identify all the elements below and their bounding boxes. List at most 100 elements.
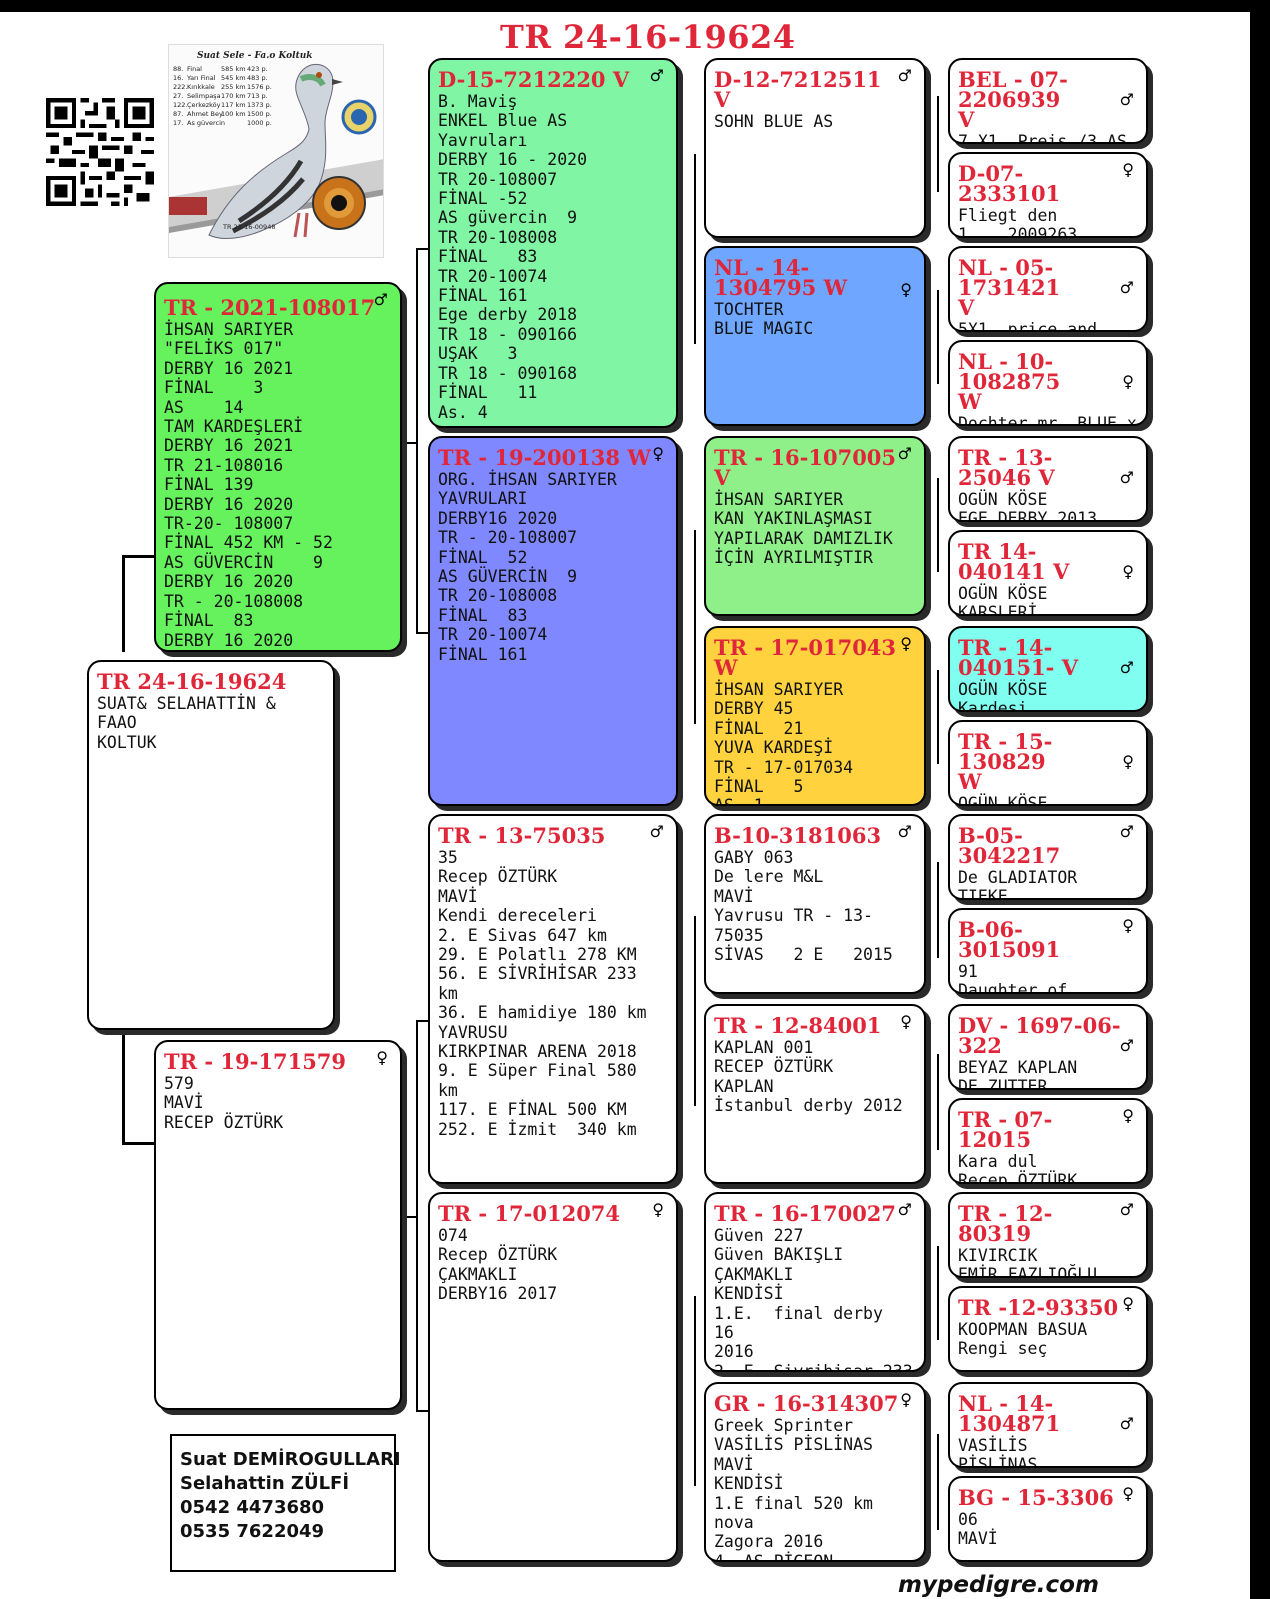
- ancestor-card-g4-15[interactable]: NL - 14-1304871 ♂ VASİLİS PİSLİNAS: [948, 1382, 1148, 1468]
- male-icon: ♂: [1119, 90, 1134, 109]
- ring-number: TR - 14-040151- V: [958, 635, 1078, 680]
- card-details: ORG. İHSAN SARIYER YAVRULARI DERBY16 202…: [438, 470, 617, 664]
- ancestor-card-ffm[interactable]: NL - 14-1304795 W ♀ TOCHTER BLUE MAGIC: [704, 246, 926, 426]
- maternal-granddam-card[interactable]: TR - 17-012074 ♀ 074 Recep ÖZTÜRK ÇAKMAK…: [428, 1192, 678, 1562]
- ring-number: TR - 16-170027: [714, 1201, 897, 1226]
- card-details: BEYAZ KAPLAN DE ZUTTER FATHER OF: [958, 1058, 1078, 1090]
- ring-number: TR -12-93350: [958, 1295, 1119, 1320]
- ancestor-card-g4-6[interactable]: TR 14-040141 V ♀ OGÜN KÖSE KARŞLERİ KALA…: [948, 530, 1148, 616]
- connector-line: [122, 555, 154, 558]
- photo-caption: Suat Sele - Fa.o Koltuk: [197, 51, 313, 61]
- ancestor-card-g4-2[interactable]: D-07-2333101 ♀ Fliegt den 1. 2009263 bes…: [948, 152, 1148, 238]
- card-details: Fliegt den 1. 2009263 bester: [958, 206, 1078, 238]
- ancestor-card-mmf[interactable]: TR - 16-170027 ♂ Güven 227 Güven BAKIŞLI…: [704, 1192, 926, 1372]
- ancestor-card-g4-12[interactable]: TR - 07-12015 ♀ Kara dul Recep ÖZTÜRK KA…: [948, 1098, 1148, 1184]
- card-details: OGÜN KÖSE KARŞLERİ KALAMANCI 2014: [958, 584, 1048, 616]
- ancestor-card-g4-16[interactable]: BG - 15-3306 ♀ 06 MAVİ: [948, 1476, 1148, 1562]
- female-icon: ♀: [900, 634, 912, 653]
- female-icon: ♀: [1122, 562, 1134, 581]
- photo-table-cell: 423 p.: [247, 65, 268, 73]
- ancestor-card-mff[interactable]: B-10-3181063 ♂ GABY 063 De lere M&L MAVİ…: [704, 814, 926, 994]
- connector-line: [416, 1020, 428, 1022]
- ancestor-card-g4-11[interactable]: DV - 1697-06-322 ♂ BEYAZ KAPLAN DE ZUTTE…: [948, 1004, 1148, 1090]
- photo-table-cell: 713 p.: [247, 92, 268, 100]
- ancestor-card-g4-10[interactable]: B-06-3015091 ♀ 91 Daughter of Blikaar: [948, 908, 1148, 994]
- maternal-grandsire-card[interactable]: TR - 13-75035 ♂ 35 Recep ÖZTÜRK MAVİ Ken…: [428, 814, 678, 1184]
- mother-card[interactable]: TR - 19-171579 ♀ 579 MAVİ RECEP ÖZTÜRK: [154, 1040, 402, 1410]
- ring-number: BEL - 07-2206939 V: [958, 67, 1068, 132]
- female-icon: ♀: [1122, 1294, 1134, 1313]
- card-details: OGÜN KÖSE EGE DERBY 2013 Yarı final: [958, 490, 1098, 522]
- photo-table-cell: 100 km: [221, 110, 246, 118]
- ancestor-card-fff[interactable]: D-12-7212511 V ♂ SOHN BLUE AS: [704, 58, 926, 238]
- ring-number: TR - 07-12015: [958, 1107, 1053, 1152]
- female-icon: ♀: [1122, 916, 1134, 935]
- photo-table-cell: 1373 p.: [247, 101, 272, 109]
- card-details: SUAT& SELAHATTİN & FAAO KOLTUK: [97, 694, 276, 752]
- ring-number: D-15-7212220 V: [438, 67, 630, 92]
- ancestor-card-g4-7[interactable]: TR - 14-040151- V ♂ OGÜN KÖSE Kardeşi TR…: [948, 626, 1148, 712]
- father-card[interactable]: TR - 2021-108017 ♂ İHSAN SARIYER "FELİKS…: [154, 282, 402, 652]
- female-icon: ♀: [376, 1048, 388, 1067]
- card-details: TOCHTER BLUE MAGIC: [714, 300, 814, 339]
- ancestor-card-g4-1[interactable]: BEL - 07-2206939 V ♂ 7 X1. Preis /3.AS: [948, 58, 1148, 144]
- paternal-grandsire-card[interactable]: D-15-7212220 V ♂ B. Maviş ENKEL Blue AS …: [428, 58, 678, 428]
- ancestor-card-mfm[interactable]: TR - 12-84001 ♀ KAPLAN 001 RECEP ÖZTÜRK …: [704, 1004, 926, 1184]
- ring-number: GR - 16-314307: [714, 1391, 899, 1416]
- phone-number-1[interactable]: 0542 4473680: [180, 1497, 325, 1518]
- ancestor-card-g4-9[interactable]: B-05-3042217 ♂ De GLADIATOR TIEKE MAVİ: [948, 814, 1148, 900]
- ancestor-card-mmm[interactable]: GR - 16-314307 ♀ Greek Sprinter VASİLİS …: [704, 1382, 926, 1562]
- owner-name-2: Selahattin ZÜLFİ: [180, 1473, 350, 1494]
- connector-line: [416, 248, 418, 634]
- photo-ring-caption: TR 23-16-00948: [223, 223, 276, 231]
- ancestor-card-g4-4[interactable]: NL - 10-1082875 W ♀ Dochter mr. BLUE x: [948, 340, 1148, 426]
- subject-card[interactable]: TR 24-16-19624 SUAT& SELAHATTİN & FAAO K…: [87, 660, 335, 1030]
- ring-number: NL - 05-1731421 V: [958, 255, 1061, 320]
- photo-table-cell: 117 km: [221, 101, 246, 109]
- male-icon: ♂: [649, 822, 664, 841]
- ancestor-card-g4-13[interactable]: TR - 12-80319 ♂ KIVIRCIK EMİR FAZLIOĞLU …: [948, 1192, 1148, 1278]
- connector-line: [122, 557, 125, 652]
- connector-line: [937, 862, 939, 958]
- card-details: İHSAN SARIYER KAN YAKINLAŞMASI YAPILARAK…: [714, 490, 893, 568]
- site-watermark[interactable]: mypedigre.com: [898, 1572, 1099, 1598]
- connector-line: [416, 632, 428, 634]
- photo-table-cell: 545 km: [221, 74, 246, 82]
- card-details: Kara dul Recep ÖZTÜRK KARA ÇAKMAKLI: [958, 1152, 1078, 1184]
- page-title: TR 24-16-19624: [500, 18, 796, 56]
- ancestor-card-fmf[interactable]: TR - 16-107005 V ♂ İHSAN SARIYER KAN YAK…: [704, 436, 926, 616]
- card-details: OGÜN KÖSE: [958, 794, 1048, 806]
- ring-number: NL - 14-1304871: [958, 1391, 1061, 1436]
- connector-line: [416, 1020, 418, 1412]
- pigeon-illustration: [169, 45, 383, 257]
- male-icon: ♂: [1119, 278, 1134, 297]
- ancestor-card-g4-3[interactable]: NL - 05-1731421 V ♂ 5X1 price and: [948, 246, 1148, 332]
- connector-line: [937, 1054, 939, 1150]
- card-details: KAPLAN 001 RECEP ÖZTÜRK KAPLAN İstanbul …: [714, 1038, 903, 1116]
- paternal-granddam-card[interactable]: TR - 19-200138 W ♀ ORG. İHSAN SARIYER YA…: [428, 436, 678, 806]
- right-border: [1250, 0, 1270, 1599]
- card-details: 7 X1. Preis /3.AS: [958, 132, 1127, 144]
- ring-number: TR 24-16-19624: [97, 669, 287, 694]
- card-details: 5X1 price and: [958, 320, 1098, 332]
- contact-box: Suat DEMİROGULLARI Selahattin ZÜLFİ 0542…: [170, 1434, 401, 1572]
- card-details: Güven 227 Güven BAKIŞLI ÇAKMAKLI KENDİSİ…: [714, 1226, 913, 1372]
- photo-table-row: 87.Ahmet Bey100 km1500 p.: [173, 110, 272, 119]
- connector-line: [122, 1142, 154, 1145]
- phone-number-2[interactable]: 0535 7622049: [180, 1521, 325, 1542]
- ancestor-card-fmm[interactable]: TR - 17-017043 W ♀ İHSAN SARIYER DERBY 4…: [704, 626, 926, 806]
- ancestor-card-g4-14[interactable]: TR -12-93350 ♀ KOOPMAN BASUA Rengi seç: [948, 1286, 1148, 1372]
- ancestor-card-g4-8[interactable]: TR - 15-130829 W ♀ OGÜN KÖSE: [948, 720, 1148, 806]
- photo-table-cell: 17.: [173, 119, 184, 127]
- connector-line: [694, 530, 696, 724]
- ancestor-card-g4-5[interactable]: TR - 13-25046 V ♂ OGÜN KÖSE EGE DERBY 20…: [948, 436, 1148, 522]
- card-details: 91 Daughter of Blikaar: [958, 962, 1068, 994]
- female-icon: ♀: [652, 444, 664, 463]
- connector-line: [416, 1410, 428, 1412]
- card-details: B. Maviş ENKEL Blue AS Yavruları DERBY 1…: [438, 92, 588, 422]
- ring-number: B-05-3042217: [958, 823, 1061, 868]
- photo-table-cell: As güvercin: [187, 119, 226, 127]
